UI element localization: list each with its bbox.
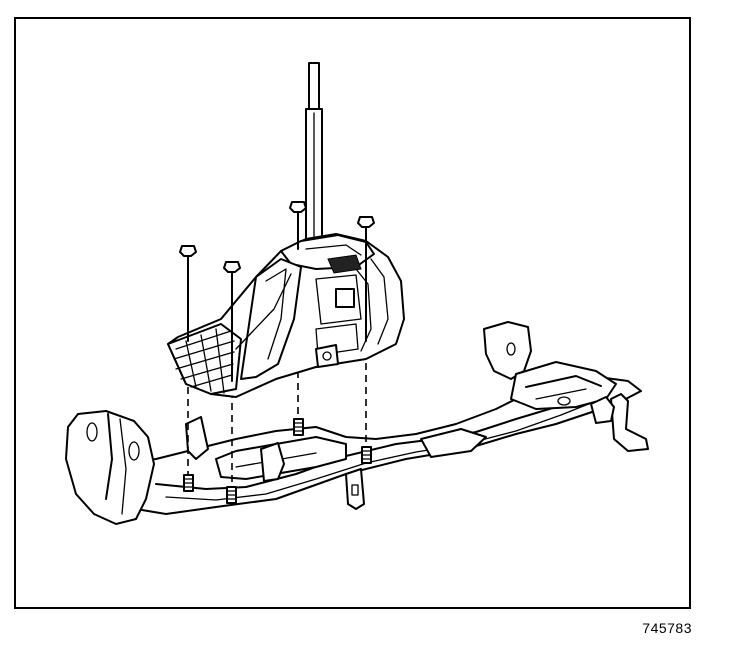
bolt-icon xyxy=(179,201,375,382)
floor-pan-bracket-icon xyxy=(65,321,649,525)
shifter-control-assembly-icon xyxy=(167,62,405,398)
shifter-exploded-view-diagram xyxy=(65,62,649,525)
stud-icon xyxy=(183,418,372,504)
figure-id-number: 745783 xyxy=(642,620,692,636)
illustration-frame xyxy=(14,17,691,609)
